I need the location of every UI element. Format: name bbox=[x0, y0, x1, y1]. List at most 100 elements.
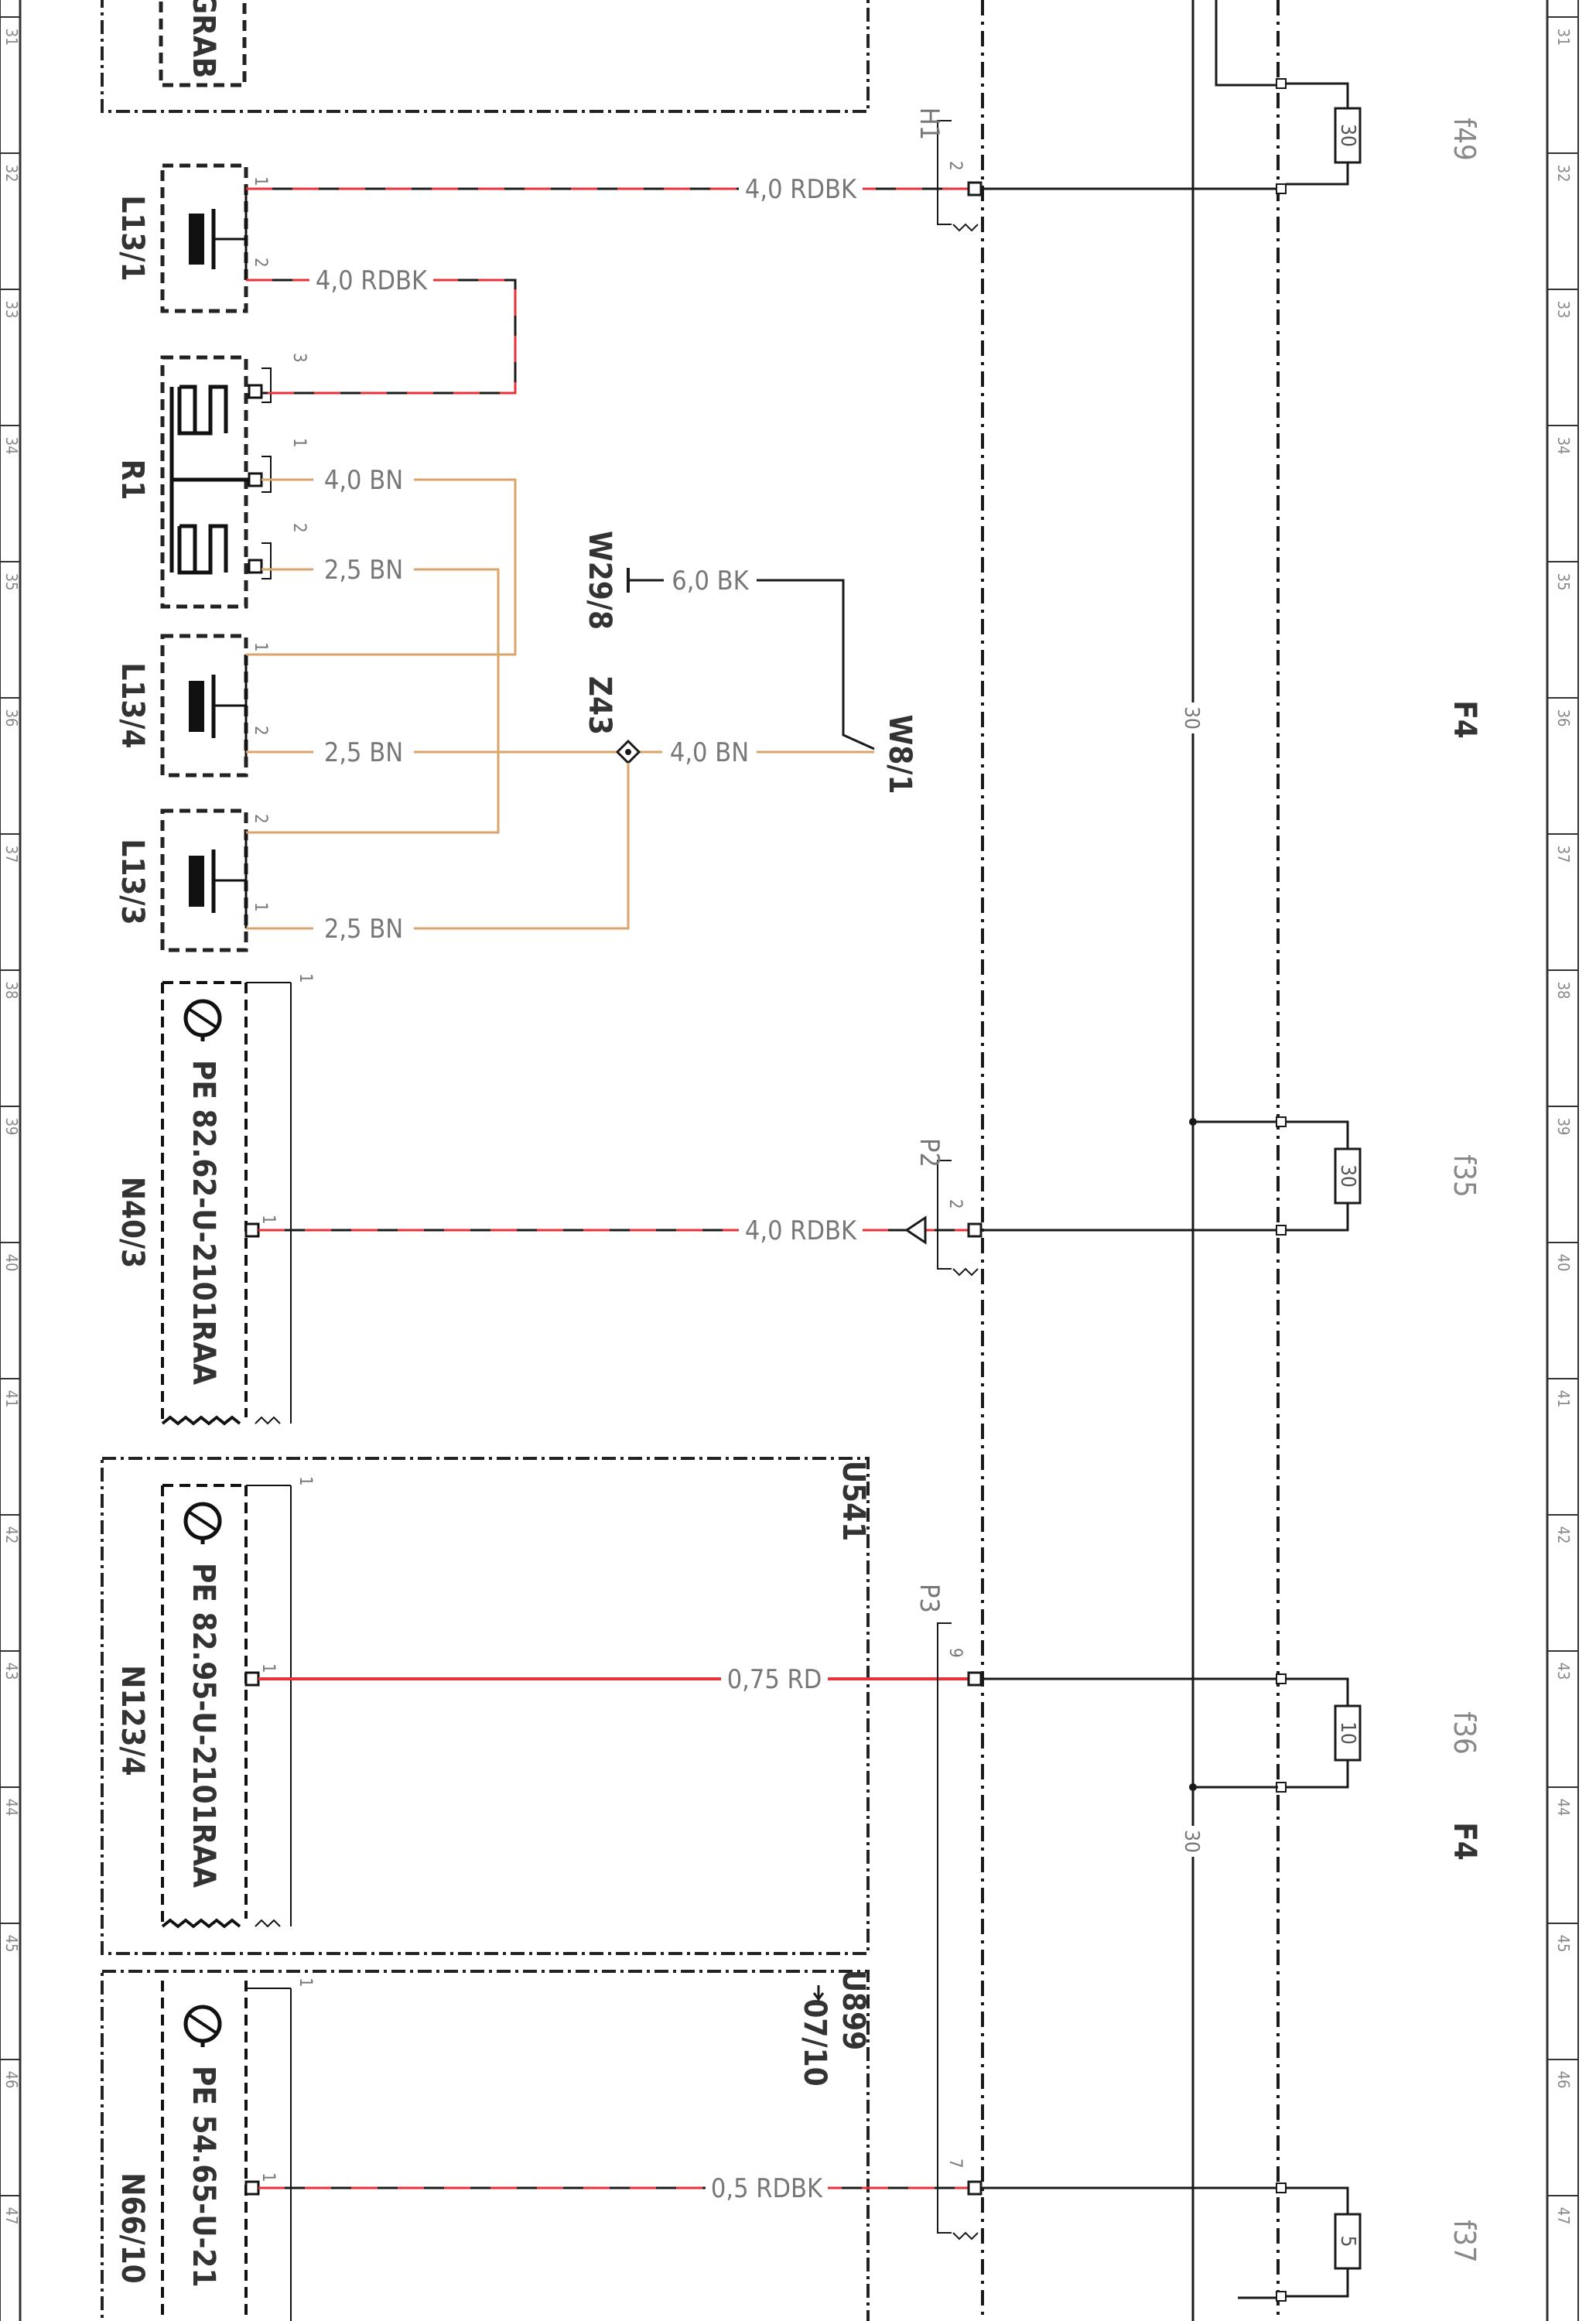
wire-l13-3-to-z43 bbox=[246, 763, 630, 930]
r1-label: R1 bbox=[114, 460, 150, 501]
fuse-f37 bbox=[1276, 2183, 1362, 2302]
ruler-left-number: 41 bbox=[2, 1390, 21, 1408]
w29-8-label: W29/8 bbox=[582, 531, 617, 630]
r1-pin2: 2 bbox=[289, 523, 309, 533]
wire-l13-1-to-r1-red bbox=[246, 279, 517, 395]
ruler-left-number: 43 bbox=[2, 1663, 21, 1680]
l13-1-component bbox=[160, 163, 248, 313]
r1-component bbox=[160, 355, 272, 609]
l13-1-pin2: 2 bbox=[251, 258, 270, 268]
n40-3-label: N40/3 bbox=[114, 1177, 150, 1268]
ruler-left-number: 40 bbox=[2, 1254, 21, 1272]
n66-10-ref: PE 54.65-U-21 bbox=[186, 2066, 221, 2287]
ruler-right-number: 42 bbox=[1554, 1526, 1573, 1544]
ruler-right-number: 31 bbox=[1554, 29, 1573, 46]
p2-ground-marker bbox=[904, 1215, 927, 1245]
ruler-right-number: 44 bbox=[1554, 1799, 1573, 1817]
n66-10-label: N66/10 bbox=[114, 2172, 150, 2283]
ruler-left-number: 33 bbox=[2, 301, 21, 319]
n66-10-pin1a: 1 bbox=[296, 1977, 315, 1988]
left-ruler bbox=[0, 0, 22, 2321]
n123-4-label: N123/4 bbox=[114, 1665, 150, 1776]
ruler-right-number: 41 bbox=[1554, 1390, 1573, 1408]
fuse-f49-name: f49 bbox=[1447, 118, 1482, 161]
wire-label-6: 2,5 BN bbox=[324, 737, 403, 768]
u899-box bbox=[101, 1970, 870, 2321]
grab-inner-box bbox=[159, 0, 247, 87]
h1-pin2: 2 bbox=[945, 161, 965, 171]
l13-4-pin1: 1 bbox=[251, 642, 270, 652]
h1-connector bbox=[937, 120, 983, 232]
p3-label: P3 bbox=[914, 1584, 945, 1613]
fuse-f35-name: f35 bbox=[1447, 1154, 1482, 1198]
n123-4-ref: PE 82.95-U-2101RAA bbox=[186, 1563, 221, 1888]
l13-1-label: L13/1 bbox=[114, 195, 150, 281]
wire-label-7: 4,0 BN bbox=[670, 737, 749, 768]
r1-pin1: 1 bbox=[289, 438, 309, 448]
ruler-left-number: 32 bbox=[2, 165, 21, 183]
ruler-left-number: 35 bbox=[2, 573, 21, 591]
n66-10-pin-terminal bbox=[244, 2180, 260, 2196]
u899-ref: 07/10 bbox=[797, 1998, 832, 2086]
wire-label-2: 4,0 RDBK bbox=[316, 265, 428, 296]
ruler-right-number: 32 bbox=[1554, 165, 1573, 183]
w8-1-label: W8/1 bbox=[882, 715, 918, 795]
n40-3-ref: PE 82.62-U-2101RAA bbox=[186, 1060, 221, 1385]
ruler-right-number: 43 bbox=[1554, 1663, 1573, 1680]
wire-label-5: 6,0 BK bbox=[672, 566, 749, 596]
wire-l13-1-to-r1 bbox=[246, 279, 517, 395]
z43-label: Z43 bbox=[582, 676, 617, 735]
ruler-left-number: 34 bbox=[2, 437, 21, 455]
r1-pin3: 3 bbox=[289, 353, 309, 363]
fuse-f36-name: f36 bbox=[1447, 1711, 1482, 1755]
wire-label-3: 4,0 BN bbox=[324, 465, 403, 496]
l13-1-pin1: 1 bbox=[251, 176, 270, 186]
n66-10-pin1b: 1 bbox=[258, 2172, 278, 2183]
l13-4-component bbox=[160, 634, 248, 778]
wire-label-8: 2,5 BN bbox=[324, 914, 403, 945]
bus-30-label-b: 30 bbox=[1180, 1830, 1203, 1853]
ruler-left-number: 31 bbox=[2, 29, 21, 46]
u899-ref-arrow bbox=[812, 1985, 825, 2001]
l13-4-label: L13/4 bbox=[114, 662, 150, 748]
ruler-left-number: 36 bbox=[2, 709, 21, 727]
ruler-left-number: 44 bbox=[2, 1799, 21, 1817]
ruler-left-number: 46 bbox=[2, 2071, 21, 2089]
n123-4-pin-terminal bbox=[244, 1671, 260, 1687]
l13-3-label: L13/3 bbox=[114, 839, 150, 925]
wire-label-4: 2,5 BN bbox=[324, 555, 403, 586]
ruler-right-number: 33 bbox=[1554, 301, 1573, 319]
n123-4-component bbox=[161, 1484, 292, 1929]
ruler-right-number: 46 bbox=[1554, 2071, 1573, 2089]
l13-3-pin2: 2 bbox=[251, 814, 270, 824]
ruler-right-number: 35 bbox=[1554, 573, 1573, 591]
ruler-right-number: 37 bbox=[1554, 846, 1573, 863]
u541-label: U541 bbox=[836, 1461, 871, 1541]
fuse-f37-rating: 5 bbox=[1336, 2236, 1359, 2248]
wire-label-1: 4,0 RDBK bbox=[745, 174, 857, 205]
ruler-right-number: 38 bbox=[1554, 982, 1573, 1000]
l13-3-component bbox=[160, 808, 248, 952]
fuse-f49 bbox=[1276, 78, 1362, 194]
wire-w29-8-to-w8-1 bbox=[628, 579, 875, 750]
n40-3-pin1b: 1 bbox=[258, 1215, 278, 1225]
ruler-right-number: 39 bbox=[1554, 1118, 1573, 1136]
ruler-right-number: 40 bbox=[1554, 1254, 1573, 1272]
n66-10-component bbox=[161, 1981, 292, 2321]
p3-pin7: 7 bbox=[945, 2159, 965, 2169]
fuse-f36-rating: 10 bbox=[1336, 1721, 1359, 1745]
z43-splice bbox=[615, 739, 641, 765]
l13-3-pin1: 1 bbox=[251, 902, 270, 912]
f4-label-b: F4 bbox=[1447, 1822, 1482, 1861]
wire-label-11: 0,5 RDBK bbox=[711, 2173, 823, 2204]
wire-label-10: 0,75 RD bbox=[727, 1664, 822, 1695]
ruler-right-number: 34 bbox=[1554, 437, 1573, 455]
u899-label: U899 bbox=[836, 1970, 871, 2050]
l13-4-pin2: 2 bbox=[251, 726, 270, 736]
ruler-ticks: 3132333435363738394041424344454647313233… bbox=[0, 16, 1578, 2224]
p2-label: P2 bbox=[914, 1138, 945, 1167]
ruler-left-number: 45 bbox=[2, 1935, 21, 1953]
fuse-f36 bbox=[1189, 1673, 1362, 1793]
ruler-left-number: 39 bbox=[2, 1118, 21, 1136]
